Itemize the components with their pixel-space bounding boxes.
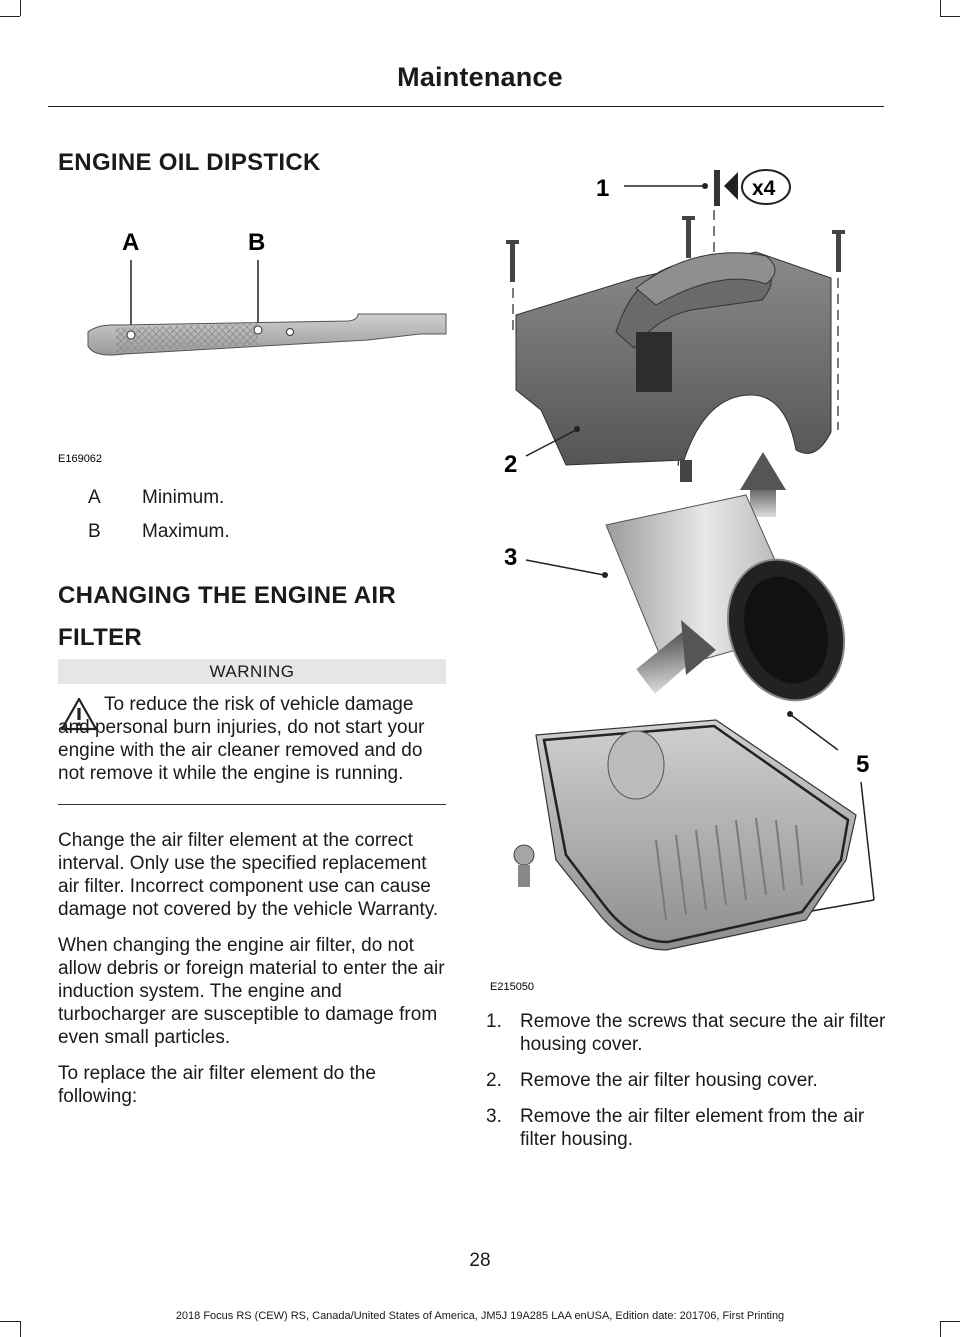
callout-5: 5 [856,751,869,778]
callout-3: 3 [504,544,517,571]
page-header-title: Maintenance [397,62,563,92]
dipstick-figure-code: E169062 [58,453,102,465]
steps-list: 1. Remove the screws that secure the air… [486,1010,886,1164]
list-item: 1. Remove the screws that secure the air… [486,1011,886,1055]
warning-text: To reduce the risk of vehicle damage and… [58,694,425,784]
header-rule [48,106,884,107]
paragraph-debris: When changing the engine air filter, do … [58,935,445,1048]
footer-edition: 2018 Focus RS (CEW) RS, Canada/United St… [175,1310,785,1322]
list-item: 3. Remove the air filter element from th… [486,1106,865,1150]
air-filter-illustration: 1 x4 2 3 5 [490,169,875,993]
crop-mark [0,16,20,17]
crop-mark [940,0,941,16]
list-item: 2. Remove the air filter housing cover. [486,1070,818,1091]
dipstick-label-b: B [248,229,265,256]
crop-mark [940,1321,960,1322]
dipstick-illustration: A B E169062 [58,229,447,465]
callout-1: 1 [596,175,609,202]
dipstick-label-a: A [122,229,139,256]
paragraph-interval: Change the air filter element at the cor… [58,830,439,920]
crop-mark [940,1321,941,1337]
air-filter-heading: CHANGING THE ENGINE AIR FILTER [58,582,397,651]
crop-mark [20,0,21,16]
warning-triangle-icon [60,697,98,731]
crop-mark [0,1321,20,1322]
dipstick-heading: ENGINE OIL DIPSTICK [58,149,321,176]
page-number: 28 [469,1250,491,1271]
crop-mark [940,16,960,17]
warning-rule [58,804,446,805]
air-filter-figure-code: E215050 [490,981,534,993]
paragraph-replace-intro: To replace the air filter element do the… [58,1063,376,1107]
callout-2: 2 [504,451,517,478]
callout-x4: x4 [752,177,776,200]
warning-label: WARNING [58,659,446,684]
crop-mark [20,1321,21,1337]
